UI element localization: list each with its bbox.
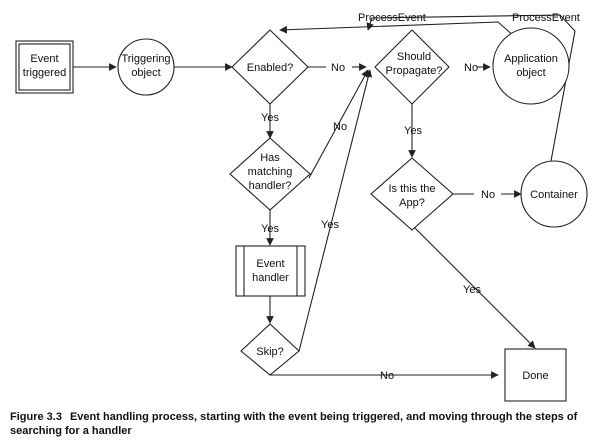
node-application-object: Application object bbox=[492, 27, 570, 105]
container-label: Container bbox=[530, 189, 578, 201]
done-label: Done bbox=[522, 370, 548, 382]
should-propagate-line2: Propagate? bbox=[386, 65, 443, 77]
edge-app-yes bbox=[414, 227, 536, 349]
label-propagate-yes: Yes bbox=[404, 125, 422, 137]
node-has-matching-handler: Has matching handler? bbox=[229, 137, 311, 211]
caption-number: Figure 3.3 bbox=[10, 411, 62, 423]
label-propagate-no: No bbox=[464, 62, 478, 74]
edge-matching-no bbox=[308, 69, 369, 179]
label-processevent-right: ProcessEvent bbox=[512, 12, 580, 24]
label-app-no: No bbox=[481, 189, 495, 201]
label-enabled-no: No bbox=[331, 62, 345, 74]
node-should-propagate: Should Propagate? bbox=[374, 29, 450, 105]
caption-text: Event handling process, starting with th… bbox=[10, 411, 578, 437]
should-propagate-line1: Should bbox=[397, 51, 431, 63]
label-app-yes: Yes bbox=[463, 284, 481, 296]
label-processevent-left: ProcessEvent bbox=[358, 12, 426, 24]
is-this-the-app-line2: App? bbox=[399, 197, 425, 209]
node-container: Container bbox=[520, 160, 588, 228]
label-matching-no: No bbox=[333, 121, 347, 133]
label-skip-yes: Yes bbox=[321, 219, 339, 231]
event-handler-line1: Event bbox=[256, 258, 284, 270]
node-done: Done bbox=[504, 348, 567, 402]
triggering-object-line2: object bbox=[131, 67, 160, 79]
node-skip: Skip? bbox=[240, 323, 300, 376]
event-triggered-line1: Event bbox=[30, 53, 58, 65]
label-matching-yes: Yes bbox=[261, 223, 279, 235]
event-handler-line2: handler bbox=[252, 272, 289, 284]
application-object-line2: object bbox=[516, 67, 545, 79]
has-matching-handler-line3: handler? bbox=[249, 180, 292, 192]
node-is-this-the-app: Is this the App? bbox=[370, 157, 454, 231]
node-event-triggered: Event triggered bbox=[15, 40, 74, 94]
triggering-object-line1: Triggering bbox=[121, 53, 170, 65]
label-skip-no: No bbox=[380, 370, 394, 382]
has-matching-handler-line2: matching bbox=[248, 166, 293, 178]
is-this-the-app-line1: Is this the bbox=[388, 183, 435, 195]
enabled-label: Enabled? bbox=[247, 62, 294, 74]
skip-label: Skip? bbox=[256, 346, 284, 358]
has-matching-handler-line1: Has bbox=[260, 152, 280, 164]
event-triggered-line2: triggered bbox=[23, 67, 66, 79]
edge-skip-yes bbox=[298, 69, 373, 352]
node-event-handler: Event handler bbox=[235, 245, 306, 297]
application-object-line1: Application bbox=[504, 53, 558, 65]
edge-labels: No No Yes Yes No Yes Yes No Yes No Proce… bbox=[261, 12, 580, 382]
label-enabled-yes: Yes bbox=[261, 112, 279, 124]
node-triggering-object: Triggering object bbox=[117, 38, 175, 96]
node-enabled: Enabled? bbox=[231, 29, 309, 105]
